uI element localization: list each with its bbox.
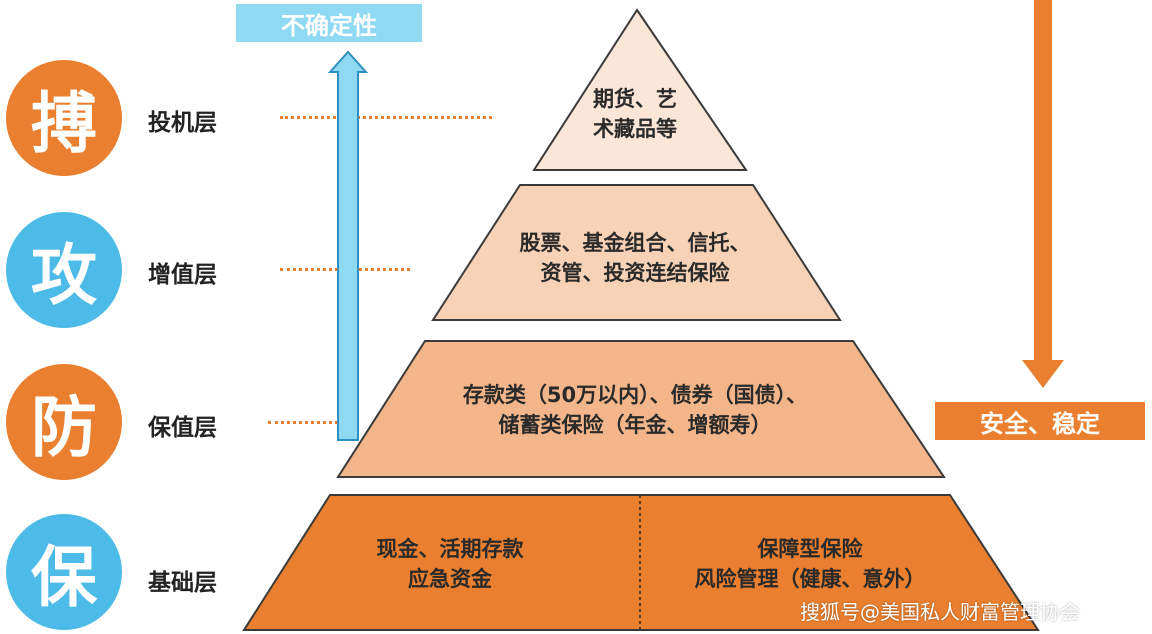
tier3-line1: 存款类（50万以内）、债券（国债）、 [462,383,808,407]
down-arrow-icon [1022,0,1064,388]
tier-growth [431,184,842,321]
tier1-line1: 期货、艺 [593,87,677,111]
circle-gong: 攻 [6,212,122,328]
uncertainty-label: 不确定性 [236,4,422,42]
tier1-line2: 术藏品等 [593,117,677,141]
tier2-line1: 股票、基金组合、信托、 [519,231,751,255]
circle-bao: 保 [6,514,122,630]
tier-speculation [532,8,748,171]
tier-preservation [336,340,946,478]
safety-label: 安全、稳定 [935,402,1145,440]
tier1-text: 期货、艺 术藏品等 [560,84,710,144]
tier2-text: 股票、基金组合、信托、 资管、投资连结保险 [470,228,800,288]
tier4-right-line2: 风险管理（健康、意外） [694,567,926,591]
tier3-line2: 储蓄类保险（年金、增额寿） [498,413,772,437]
tier2-line2: 资管、投资连结保险 [540,261,730,285]
layer-label-speculation: 投机层 [148,110,217,136]
tier4-right-line1: 保障型保险 [757,537,863,561]
up-arrow-icon [328,50,368,441]
tier4-left-line1: 现金、活期存款 [376,537,524,561]
tier4-right-text: 保障型保险 风险管理（健康、意外） [660,534,960,594]
connector-speculation [280,116,492,119]
connector-preservation [268,421,338,424]
watermark: 搜狐号@美国私人财富管理协会 [800,600,1080,624]
tier4-left-line2: 应急资金 [408,567,492,591]
layer-label-foundation: 基础层 [148,570,217,596]
circle-fang: 防 [6,364,122,480]
layer-label-growth: 增值层 [148,262,217,288]
tier3-text: 存款类（50万以内）、债券（国债）、 储蓄类保险（年金、增额寿） [395,380,875,440]
tier4-left-text: 现金、活期存款 应急资金 [320,534,580,594]
circle-bo: 搏 [6,60,122,176]
layer-label-preservation: 保值层 [148,415,217,441]
